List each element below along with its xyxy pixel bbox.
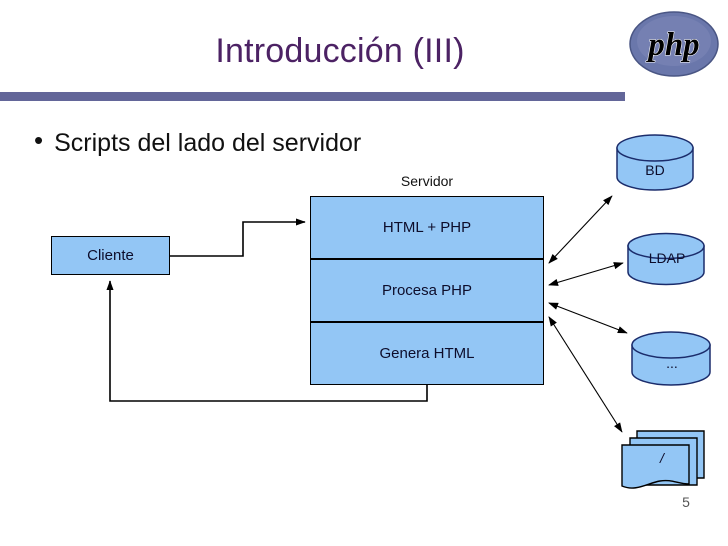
bullet-text: Scripts del lado del servidor (54, 128, 362, 157)
connector-server-to-bd (548, 195, 613, 264)
resource-label-bd: BD (645, 162, 665, 178)
connector-client-to-server (170, 218, 306, 257)
bullet-marker-icon: • (34, 125, 44, 155)
resource-label-documents: / (660, 450, 664, 466)
server-caption-label: Servidor (400, 173, 454, 189)
bullet-row: • Scripts del lado del servidor (34, 126, 554, 160)
page-number: 5 (682, 494, 690, 510)
title-underline-rule (0, 92, 625, 101)
server-layer-genera-html[interactable]: Genera HTML (310, 322, 544, 385)
server-layer-html-php[interactable]: HTML + PHP (310, 196, 544, 259)
database-cylinder-icon-ldap (627, 232, 705, 286)
page-title: Introducción (III) (215, 32, 465, 70)
resource-label-ldap: LDAP (648, 250, 686, 266)
php-logo-text: php (645, 27, 699, 63)
php-logo: php (629, 11, 719, 77)
resource-label-etc: ... (666, 355, 678, 371)
database-cylinder-icon-bd (616, 134, 694, 191)
client-box[interactable]: Cliente (51, 236, 170, 275)
connector-server-to-ldap (548, 262, 624, 286)
connector-server-to-documents (548, 316, 623, 433)
connector-server-to-client (106, 280, 428, 402)
database-cylinder-icon-etc (631, 331, 711, 386)
connector-server-to-etc (548, 302, 628, 334)
server-layer-procesa-php[interactable]: Procesa PHP (310, 259, 544, 322)
multi-document-icon (621, 430, 705, 489)
